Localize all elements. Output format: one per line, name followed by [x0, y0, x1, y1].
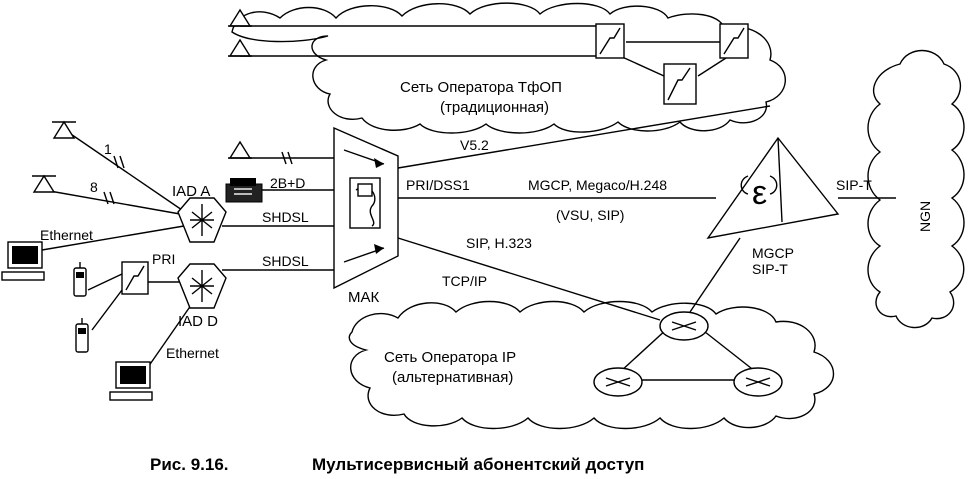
ethernet-a-line [41, 225, 185, 251]
ip-cloud-label-2: (альтернативная) [392, 369, 513, 386]
ngn-label: NGN [917, 201, 933, 232]
ip-router-link-2 [699, 327, 757, 373]
pstn-switch-icon [719, 23, 749, 59]
mobile-pri-line-1 [87, 273, 123, 291]
phone-icon [228, 38, 252, 57]
v52-label: V5.2 [460, 137, 489, 153]
v52-link [397, 105, 771, 169]
mak-device-icon [333, 126, 399, 290]
media-gateway-icon: ε [706, 136, 840, 239]
ethernet-d-label: Ethernet [166, 345, 219, 361]
iad-a-label: IAD A [172, 183, 210, 200]
pstn-cloud-label-1: Сеть Оператора ТфОП [400, 79, 562, 96]
iad-a-line-1 [61, 127, 183, 211]
phone-icon [228, 140, 252, 159]
iad-a-device-icon [177, 197, 227, 243]
sip-t-bottom-label: SIP-T [752, 261, 788, 277]
pri-label: PRI [152, 251, 175, 267]
mgcp-megaco-label: MGCP, Megaco/H.248 [528, 177, 667, 193]
vsu-sip-label: (VSU, SIP) [556, 207, 624, 223]
mak-label: МАК [348, 289, 380, 306]
caption-title: Мультисервисный абонентский доступ [312, 455, 644, 474]
line-mark-6 [109, 191, 115, 205]
iad-d-device-icon [177, 263, 227, 309]
pri-switch-icon [121, 261, 149, 295]
ip-router-icon [659, 311, 709, 341]
ethernet-a-label: Ethernet [40, 227, 93, 243]
gateway-router-link [689, 237, 741, 313]
ip-cloud [348, 300, 835, 430]
two-b-d-label: 2B+D [270, 175, 305, 191]
line-8-label: 8 [90, 179, 98, 195]
iad-d-label: IAD D [178, 313, 218, 330]
phone-icon [52, 120, 76, 139]
line-mark-2 [287, 151, 293, 165]
phone-icon [32, 174, 56, 193]
caption-number: Рис. 9.16. [150, 455, 229, 474]
pstn-cloud [231, 2, 786, 134]
iad-a-line-8 [43, 189, 181, 215]
shdsl-a-label: SHDSL [262, 209, 309, 225]
pstn-cloud-label-2: (традиционная) [440, 99, 549, 116]
sip-t-right-label: SIP-T [836, 177, 872, 193]
ethernet-d-line [145, 297, 197, 371]
computer-icon [109, 361, 153, 401]
mobile-phone-icon [73, 262, 87, 297]
pstn-switch-link-3 [697, 57, 727, 77]
sip-h323-label: SIP, H.323 [466, 235, 532, 251]
phone-icon [228, 8, 252, 27]
ip-cloud-label-1: Сеть Оператора IP [384, 349, 516, 366]
shdsl-d-label: SHDSL [262, 253, 309, 269]
mgcp-bottom-label: MGCP [752, 245, 794, 261]
line-mark-3 [113, 155, 119, 169]
pri-dss1-label: PRI/DSS1 [406, 177, 470, 193]
isdn-phone-icon [225, 178, 263, 203]
mobile-pri-line-2 [91, 289, 123, 331]
pstn-switch-link-2 [619, 55, 665, 77]
sip-h323-link [397, 237, 661, 321]
line-mark-5 [103, 191, 109, 205]
line-mark-1 [281, 151, 287, 165]
line-mark-4 [119, 155, 125, 169]
ip-router-icon [593, 367, 643, 397]
ip-router-icon [733, 367, 783, 397]
computer-icon [1, 241, 45, 281]
mobile-phone-icon [75, 318, 89, 353]
line-1-label: 1 [104, 141, 112, 157]
pstn-switch-icon [595, 23, 625, 59]
svg-text:ε: ε [752, 174, 767, 212]
pstn-switch-icon [663, 63, 697, 105]
tcp-ip-label: TCP/IP [442, 273, 487, 289]
ngn-cloud [867, 49, 965, 329]
ip-router-link-1 [619, 327, 669, 373]
